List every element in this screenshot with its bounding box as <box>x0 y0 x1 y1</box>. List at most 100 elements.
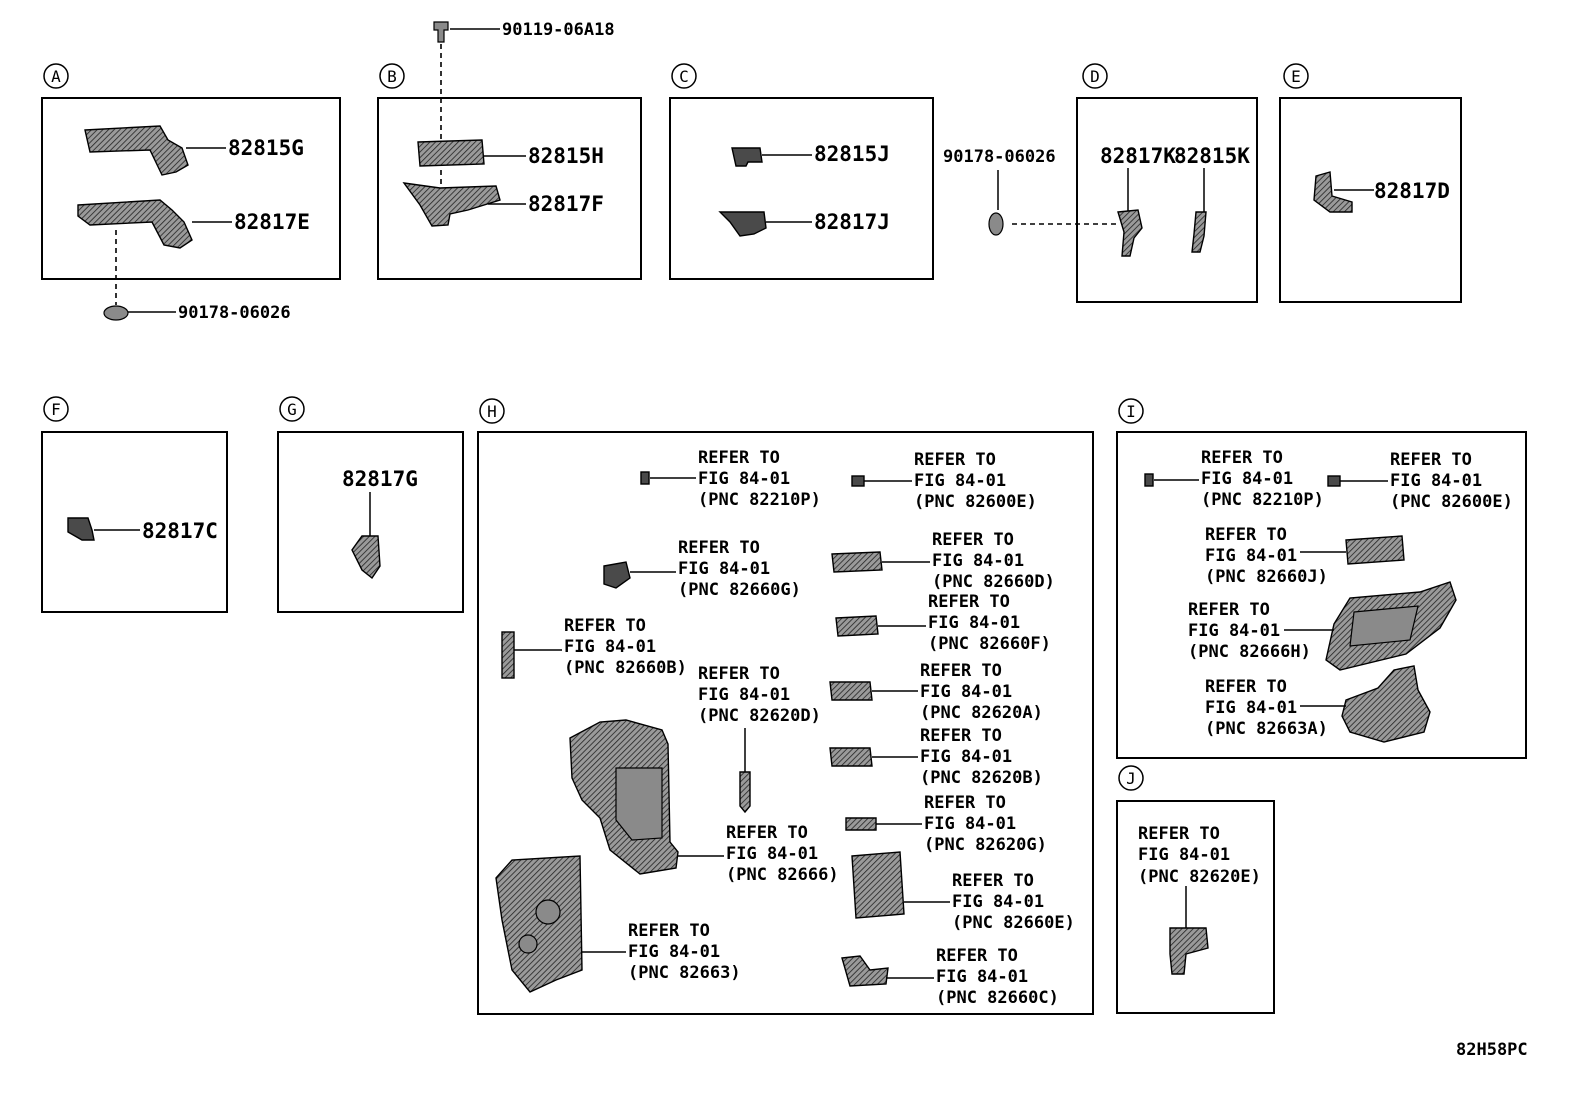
ref-line: (PNC 82663) <box>628 963 741 983</box>
part-bracket-82817f-icon <box>402 182 501 227</box>
section-letter: B <box>387 67 397 86</box>
part-bracket-82815g-icon <box>84 125 189 176</box>
ref-line: FIG 84-01 <box>628 942 720 962</box>
relay-icon <box>1327 475 1341 487</box>
sensor-icon <box>739 771 751 814</box>
fuse-icon <box>1144 473 1154 487</box>
block-cover-icon <box>495 855 583 993</box>
connector-icon <box>841 955 889 987</box>
ref-line: FIG 84-01 <box>564 637 656 657</box>
part-number: 82815G <box>228 136 304 160</box>
ref-line: REFER TO <box>1205 677 1287 697</box>
ref-line: FIG 84-01 <box>1201 469 1293 489</box>
section-box <box>277 431 464 613</box>
connector-icon <box>1345 535 1405 565</box>
ref-line: (PNC 82663A) <box>1205 719 1328 739</box>
block-cavity-icon <box>615 767 663 841</box>
ref-line: (PNC 82660C) <box>936 988 1059 1008</box>
part-bracket-82815j-icon <box>731 147 763 167</box>
fuse-icon <box>640 471 650 485</box>
ref-line: REFER TO <box>678 538 760 558</box>
section-box <box>1279 97 1462 303</box>
part-bracket-82815h-icon <box>417 139 485 167</box>
relay-block-icon <box>851 851 905 919</box>
ref-line: (PNC 82660J) <box>1205 567 1328 587</box>
ref-line: REFER TO <box>628 921 710 941</box>
section-letter: J <box>1126 769 1136 788</box>
ref-line: REFER TO <box>924 793 1006 813</box>
ref-line: REFER TO <box>952 871 1034 891</box>
section-letter: F <box>51 400 61 419</box>
section-box <box>1116 800 1275 1014</box>
cover-boss-icon <box>518 934 538 954</box>
section-box <box>669 97 934 280</box>
ref-line: (PNC 82620G) <box>924 835 1047 855</box>
connector-icon <box>835 615 879 637</box>
cover-boss-icon <box>535 899 561 925</box>
part-bracket-82817g-icon <box>351 535 381 580</box>
ref-line: (PNC 82620D) <box>698 706 821 726</box>
section-letter: H <box>487 402 497 421</box>
part-number: 82817F <box>528 192 604 216</box>
figure-code: 82H58PC <box>1456 1040 1528 1060</box>
ref-line: FIG 84-01 <box>1390 471 1482 491</box>
section-box <box>41 97 341 280</box>
section-letter: A <box>51 67 61 86</box>
connector-icon <box>1169 927 1209 975</box>
ref-line: FIG 84-01 <box>920 747 1012 767</box>
fastener-number: 90119-06A18 <box>502 20 615 40</box>
part-number: 82817D <box>1374 179 1450 203</box>
section-h: H REFER TO FIG 84-01 (PNC 82210P) REFER … <box>477 398 1094 1015</box>
section-letter: E <box>1291 67 1301 86</box>
ref-line: (PNC 82620A) <box>920 703 1043 723</box>
ref-line: FIG 84-01 <box>678 559 770 579</box>
section-f: F 82817C <box>41 396 228 613</box>
ref-line: FIG 84-01 <box>920 682 1012 702</box>
section-g: G 82817G <box>277 396 464 613</box>
ref-line: FIG 84-01 <box>952 892 1044 912</box>
bolt-icon <box>433 21 449 43</box>
ref-line: REFER TO <box>1138 824 1220 844</box>
block-cavity-icon <box>1349 605 1419 647</box>
ref-line: (PNC 82666) <box>726 865 839 885</box>
ref-line: REFER TO <box>1201 448 1283 468</box>
ref-line: (PNC 82600E) <box>914 492 1037 512</box>
part-number: 82817E <box>234 210 310 234</box>
ref-line: (PNC 82660B) <box>564 658 687 678</box>
section-box <box>41 431 228 613</box>
part-number: 82815K <box>1174 144 1250 168</box>
section-letter: I <box>1126 402 1136 421</box>
ref-line: REFER TO <box>564 616 646 636</box>
section-box <box>1116 431 1527 759</box>
ref-line: REFER TO <box>1205 525 1287 545</box>
ref-line: (PNC 82210P) <box>698 490 821 510</box>
section-b: B 90119-06A18 82815H 82817F <box>377 20 642 280</box>
ref-line: FIG 84-01 <box>726 844 818 864</box>
part-bracket-82815k-icon <box>1191 211 1207 253</box>
ref-line: REFER TO <box>920 726 1002 746</box>
ref-line: (PNC 82620B) <box>920 768 1043 788</box>
section-c: C 82815J 82817J <box>669 63 934 280</box>
ref-line: (PNC 82210P) <box>1201 490 1324 510</box>
ref-line: FIG 84-01 <box>928 613 1020 633</box>
ref-line: REFER TO <box>698 664 780 684</box>
part-bracket-82817e-icon <box>77 199 193 249</box>
section-d: D 90178-06026 82817K 82815K <box>943 63 1258 303</box>
ref-line: FIG 84-01 <box>914 471 1006 491</box>
connector-icon <box>831 551 883 573</box>
part-bracket-82817d-icon <box>1313 171 1353 213</box>
ref-line: REFER TO <box>928 592 1010 612</box>
connector-icon <box>829 747 873 767</box>
part-number: 82817K <box>1100 144 1176 168</box>
section-a: A 82815G 82817E 90178-06026 <box>41 63 341 323</box>
part-number: 82817G <box>342 467 418 491</box>
connector-icon <box>845 817 877 831</box>
ref-line: FIG 84-01 <box>932 551 1024 571</box>
section-e: E 82817D <box>1279 63 1462 303</box>
ref-line: (PNC 82660G) <box>678 580 801 600</box>
section-j: J REFER TO FIG 84-01 (PNC 82620E) <box>1116 765 1275 1014</box>
part-bracket-82817j-icon <box>718 211 767 237</box>
ref-line: REFER TO <box>914 450 996 470</box>
ref-line: REFER TO <box>920 661 1002 681</box>
ref-line: (PNC 82660F) <box>928 634 1051 654</box>
